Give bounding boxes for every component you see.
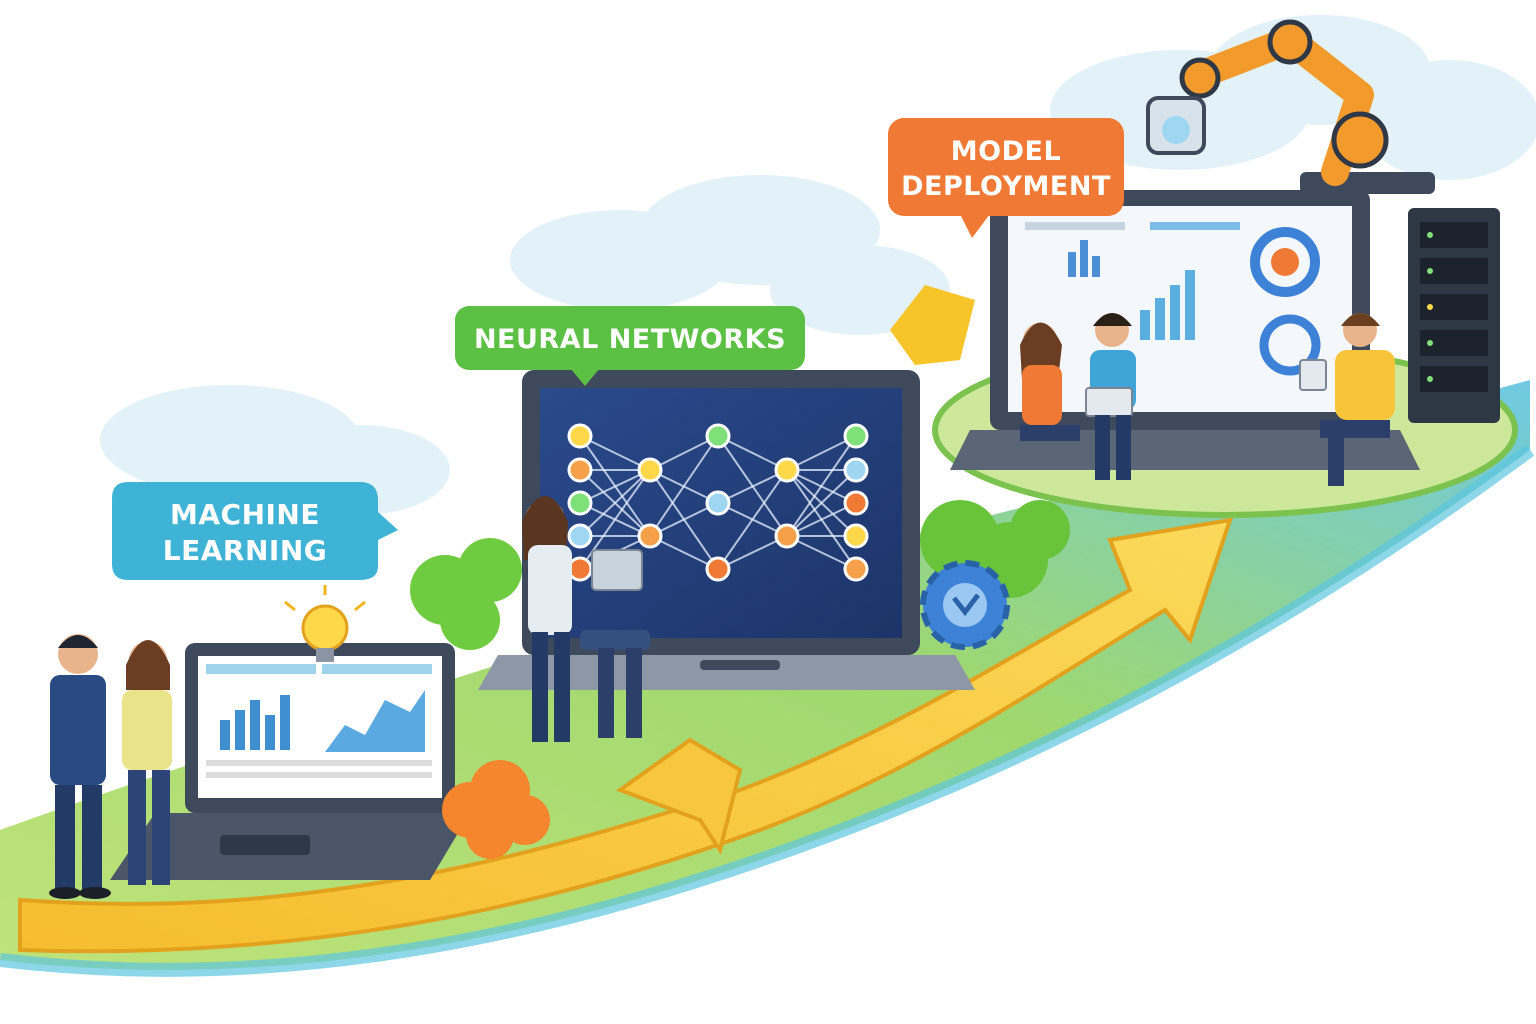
- label-neural-networks-line1: NEURAL NETWORKS: [474, 324, 786, 355]
- neural-node-icon: [567, 523, 593, 549]
- nn-connection: [579, 435, 651, 471]
- neural-node-icon: [705, 556, 731, 582]
- yellow-crumple: [890, 285, 975, 365]
- neural-node-icon: [843, 556, 869, 582]
- label-machine-learning-line2: LEARNING: [163, 534, 327, 567]
- ml-person-woman: [122, 640, 172, 885]
- neural-node-icon: [567, 423, 593, 449]
- ml-bar-chart: [220, 695, 290, 750]
- growth-arrow-mid: [615, 737, 743, 855]
- nn-connection: [786, 469, 857, 537]
- deploy-target-chart: [1250, 227, 1320, 297]
- nn-connection: [717, 469, 788, 570]
- neural-node-icon: [637, 523, 663, 549]
- gear-icon: [920, 560, 1010, 650]
- deploy-person-woman: [1020, 322, 1080, 441]
- lightbulb-icon: [284, 585, 366, 662]
- label-machine-learning: MACHINE LEARNING: [112, 482, 398, 580]
- nn-connection: [717, 469, 788, 504]
- label-machine-learning-line1: MACHINE: [170, 498, 320, 531]
- nn-connection: [717, 435, 788, 471]
- nn-connection: [579, 469, 651, 504]
- growth-arrow: [18, 517, 1233, 954]
- ml-area-chart: [325, 690, 425, 752]
- nn-connection: [649, 502, 719, 537]
- orange-bush: [442, 760, 550, 859]
- server-rack-icon: [1408, 208, 1500, 423]
- neural-node-icon: [774, 523, 800, 549]
- ml-laptop: [110, 643, 470, 880]
- neural-node-icon: [843, 423, 869, 449]
- deploy-person-man-right: [1299, 313, 1395, 486]
- neural-node-icon: [843, 457, 869, 483]
- deploy-person-man-center: [1085, 313, 1136, 480]
- neural-node-icon: [567, 490, 593, 516]
- nn-connection: [786, 435, 857, 471]
- neural-node-icon: [567, 556, 593, 582]
- ground-ribbon-edge: [0, 444, 1535, 977]
- neural-node-icon: [843, 490, 869, 516]
- neural-node-icon: [705, 490, 731, 516]
- nn-connection: [649, 435, 719, 537]
- ml-person-man: [49, 634, 111, 899]
- neural-network-graph: [567, 423, 869, 582]
- deploy-monitor: [950, 190, 1420, 470]
- nn-connection: [786, 435, 857, 537]
- label-model-deployment-line2: DEPLOYMENT: [901, 171, 1111, 202]
- label-neural-networks: NEURAL NETWORKS: [455, 306, 805, 386]
- nn-connection: [786, 502, 857, 537]
- nn-connection: [649, 435, 719, 471]
- nn-connection: [579, 469, 651, 537]
- robot-arm-icon: [1146, 19, 1435, 194]
- nn-connection: [717, 535, 788, 570]
- neural-node-icon: [774, 457, 800, 483]
- neural-node-icon: [567, 457, 593, 483]
- neural-node-icon: [843, 523, 869, 549]
- neural-node-icon: [705, 423, 731, 449]
- nn-person-woman: [522, 496, 650, 742]
- nn-connection: [649, 535, 719, 570]
- neural-node-icon: [637, 457, 663, 483]
- nn-connection: [786, 535, 857, 570]
- green-bush-left: [410, 538, 522, 650]
- label-model-deployment-line1: MODEL: [951, 136, 1061, 167]
- label-model-deployment: MODEL DEPLOYMENT: [888, 118, 1124, 238]
